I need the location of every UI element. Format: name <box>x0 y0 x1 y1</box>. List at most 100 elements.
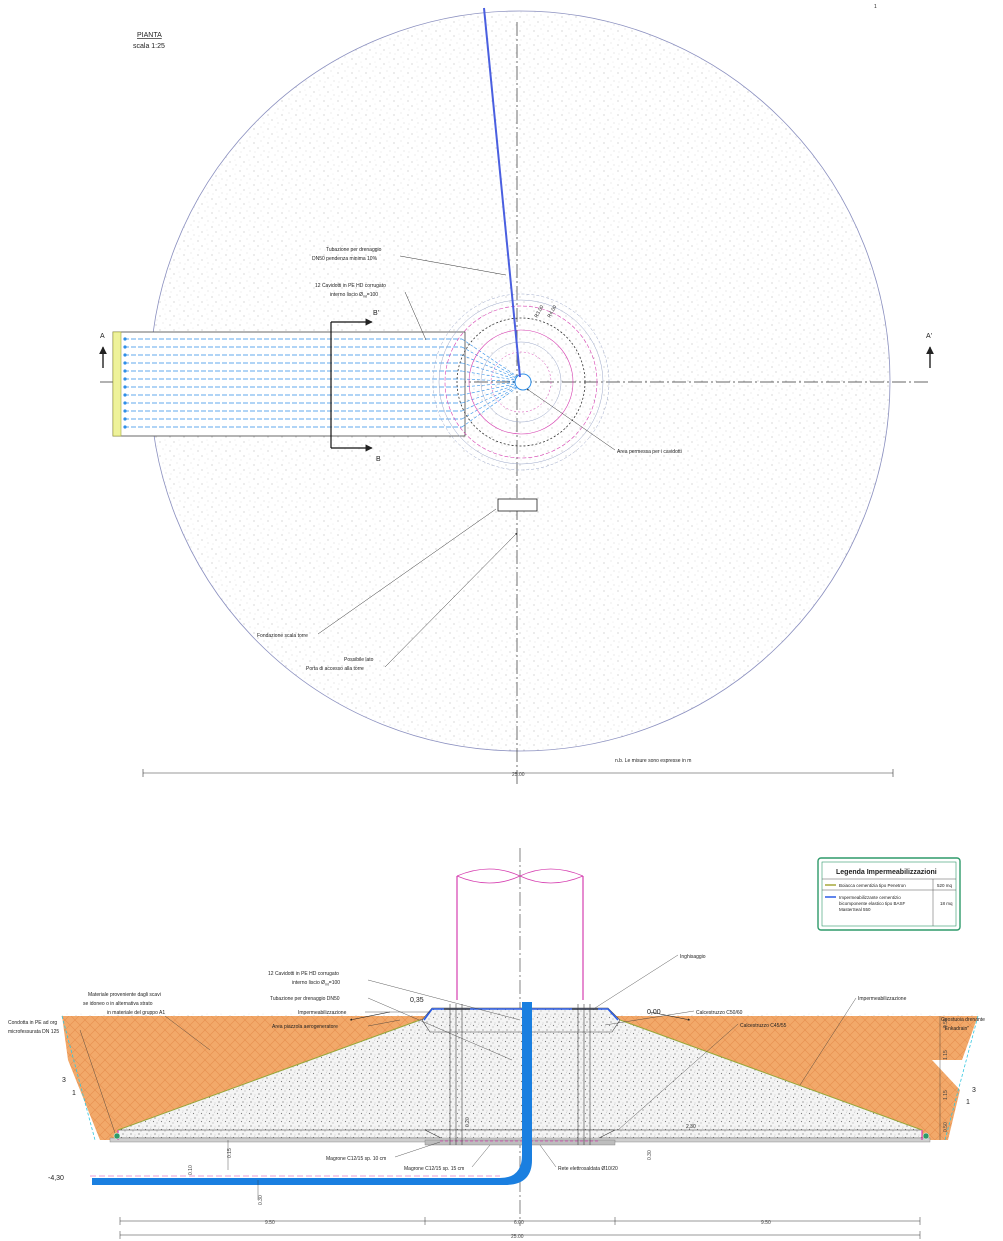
legend-row2-line1: Impermeabilizzante cementizio <box>839 895 901 900</box>
callout-sec-drain-dn50: Tubazione per drenaggio DN50 <box>270 996 340 1002</box>
hdim-total: 25.00 <box>511 1234 524 1240</box>
callout-conduits-line1: 12 Cavidotti in PE HD corrugato <box>315 283 386 289</box>
conduit-end-6 <box>123 377 127 381</box>
callout-c45: Calcestruzzo C45/55 <box>740 1023 787 1029</box>
legend: Legenda Impermeabilizzazioni Boiacca cem… <box>817 857 961 931</box>
conduit-end-10 <box>123 409 127 413</box>
conduit-fan-6 <box>461 378 519 382</box>
legend-row2-line3: MasterSeal 550 <box>839 907 871 912</box>
slope-left <box>61 1015 96 1141</box>
plan-note: n.b. Le misure sono espresse in m <box>615 758 691 764</box>
callout-area: Area permessa per i cavidotti <box>617 449 682 455</box>
plan-title: PIANTA <box>137 32 162 39</box>
legend-row1-text: Boiacca cementizia tipo Penetron <box>839 883 906 888</box>
hdim-center: 6.00 <box>514 1220 524 1226</box>
level-bottom: -4,30 <box>48 1175 64 1182</box>
conduit-lines <box>123 337 519 429</box>
conduit-fan-12 <box>461 386 519 428</box>
conduit-fan-1 <box>461 338 519 378</box>
callout-sec-conduits-1: 12 Cavidotti in PE HD corrugato <box>268 971 339 977</box>
tower-break-bottom <box>456 868 584 884</box>
vdim-015-label: 0.15 <box>227 1148 233 1158</box>
section-a-left-label: A <box>100 333 105 340</box>
drainage-pipe-plan <box>483 7 521 378</box>
callout-mesh: Rete elettrosaldata Ø10/20 <box>558 1166 618 1172</box>
lean-concrete-15 <box>424 1139 616 1146</box>
section-b-top-label: B' <box>373 310 379 317</box>
slope-right <box>944 1015 979 1141</box>
waterproofing-left <box>117 1019 421 1131</box>
callout-geomat-2: "Enkadrain" <box>943 1026 969 1032</box>
waterproofing-top <box>423 1008 619 1021</box>
hdim-left: 9.50 <box>265 1220 275 1226</box>
callout-drainpipe-2: microfessurata DN 125 <box>8 1029 59 1035</box>
page-number: 1 <box>874 4 877 10</box>
callout-door-line2: Porta di accesso alla torre <box>306 666 364 672</box>
drain-pipe-right <box>922 1132 930 1140</box>
vdim-right-3: 1.15 <box>943 1090 949 1100</box>
vdim-030b-label: 0.30 <box>647 1150 653 1160</box>
callout-drainpipe-1: Condotta in PE ad org <box>8 1020 57 1026</box>
callout-drain-leader <box>399 255 507 276</box>
legend-row2-qty: 18 mq <box>940 901 953 906</box>
foundation-rings <box>432 293 610 471</box>
slope-right-v: 3 <box>972 1087 976 1094</box>
slope-right-h: 1 <box>966 1099 970 1106</box>
callout-fill-1: Materiale proveniente dagli scavi <box>88 992 161 998</box>
slope-left-h: 1 <box>72 1090 76 1097</box>
stair-foundation <box>497 498 538 512</box>
callout-lean15-leader <box>471 1144 491 1168</box>
vdim-010-label: 0.10 <box>188 1165 194 1175</box>
level-inner: 2,30 <box>686 1124 696 1130</box>
callout-c50: Calcestruzzo C50/60 <box>696 1010 743 1016</box>
slope-left-v: 3 <box>62 1077 66 1084</box>
conduit-fan-10 <box>461 384 519 412</box>
anchor-bolts <box>444 1004 598 1145</box>
ring-label-1: R3.00 <box>534 304 546 319</box>
conduit-end-12 <box>123 425 127 429</box>
conduit-fan-11 <box>461 385 519 420</box>
vdim-right-4: 0.50 <box>943 1122 949 1132</box>
callout-sec-drain-leader <box>367 997 513 1061</box>
callout-waterproofing-right: Impermeabilizzazione <box>858 996 907 1002</box>
conduit-end-1 <box>123 337 127 341</box>
waterproofing-right <box>619 1019 923 1131</box>
callout-fill-2: se idoneo o in alternativa strato <box>83 1001 153 1007</box>
section-view: 0,35 0,00 -4,30 2,30 3 1 3 1 Materiale p… <box>8 848 985 1240</box>
callout-c45-leader <box>617 1023 739 1131</box>
callout-lean-15: Magrone C12/15 sp. 15 cm <box>404 1166 464 1172</box>
conduit-end-4 <box>123 361 127 365</box>
conduit-fan-2 <box>461 346 519 379</box>
callout-lean-10: Magrone C12/15 sp. 10 cm <box>326 1156 386 1162</box>
callout-conduits-leader <box>404 291 427 341</box>
callout-fill-leader <box>164 1015 211 1051</box>
legend-row1-qty: 520 mq <box>937 883 953 888</box>
callout-waterproof-right-leader <box>799 997 857 1086</box>
callout-lean10-leader <box>394 1141 441 1158</box>
callout-sec-platform: Area piazzola aerogeneratore <box>272 1024 338 1030</box>
slope-arrow-left <box>349 1011 391 1021</box>
callout-fill-3: in materiale del gruppo A1 <box>107 1010 165 1016</box>
trench-end-wall <box>112 331 122 437</box>
level-top-right: 0,00 <box>647 1009 661 1016</box>
slope-arrow-right <box>649 1011 691 1021</box>
conduit-end-7 <box>123 385 127 389</box>
vdim-right-2: 1.15 <box>943 1050 949 1060</box>
vdim-right-1: 0.50 <box>943 1018 949 1028</box>
vdim-020-label: 0.20 <box>465 1117 471 1127</box>
callout-sec-waterproofing: Impermeabilizzazione <box>298 1010 347 1016</box>
callout-grouting: Inghisaggio <box>680 954 706 960</box>
legend-row2-line2: bicomponente elastico tipo BASF <box>839 901 906 906</box>
callout-door-leader <box>384 532 518 668</box>
callout-sec-conduits-2: interno liscio Øint=100 <box>292 980 340 987</box>
conduit-end-8 <box>123 393 127 397</box>
callout-stair-foundation: Fondazione scala torre <box>257 633 308 639</box>
plan-view: 1 PIANTA scala 1:25 A A' B' B <box>99 4 934 785</box>
conduit-end-11 <box>123 417 127 421</box>
legend-title: Legenda Impermeabilizzazioni <box>836 869 937 876</box>
conduit-fan-3 <box>461 354 519 380</box>
callout-sec-conduits-leader <box>367 979 521 1021</box>
callout-conduits-line2: interno liscio Øint=100 <box>330 292 378 299</box>
conduit-trench <box>112 331 466 437</box>
